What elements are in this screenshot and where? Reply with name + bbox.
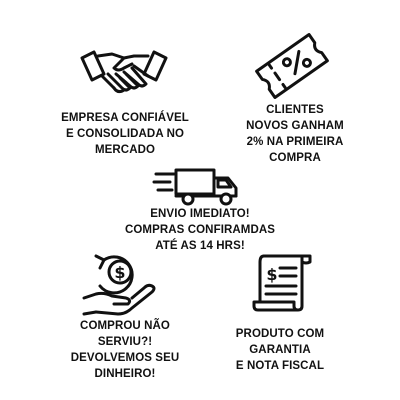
feature-label-immediate-shipping: ENVIO IMEDIATO! COMPRAS CONFIRAMDAS ATÉ … <box>124 208 276 252</box>
feature-label-trusted-company: EMPRESA CONFIÁVEL E CONSOLIDADA NO MERCA… <box>61 112 189 156</box>
money-back-hand-icon: $ <box>82 250 164 322</box>
feature-label-money-back: COMPROU NÃO SERVIU?! DEVOLVEMOS SEU DINH… <box>70 320 180 380</box>
percent-coupon-icon <box>252 30 332 102</box>
svg-text:$: $ <box>114 263 125 282</box>
feature-label-new-customer-discount: CLIENTES NOVOS GANHAM 2% NA PRIMEIRA COM… <box>246 104 344 164</box>
delivery-truck-icon <box>152 168 242 206</box>
svg-text:$: $ <box>266 265 277 284</box>
feature-label-warranty-invoice: PRODUTO COM GARANTIA E NOTA FISCAL <box>235 328 325 372</box>
invoice-receipt-icon: $ <box>250 252 316 314</box>
handshake-icon <box>78 44 170 104</box>
